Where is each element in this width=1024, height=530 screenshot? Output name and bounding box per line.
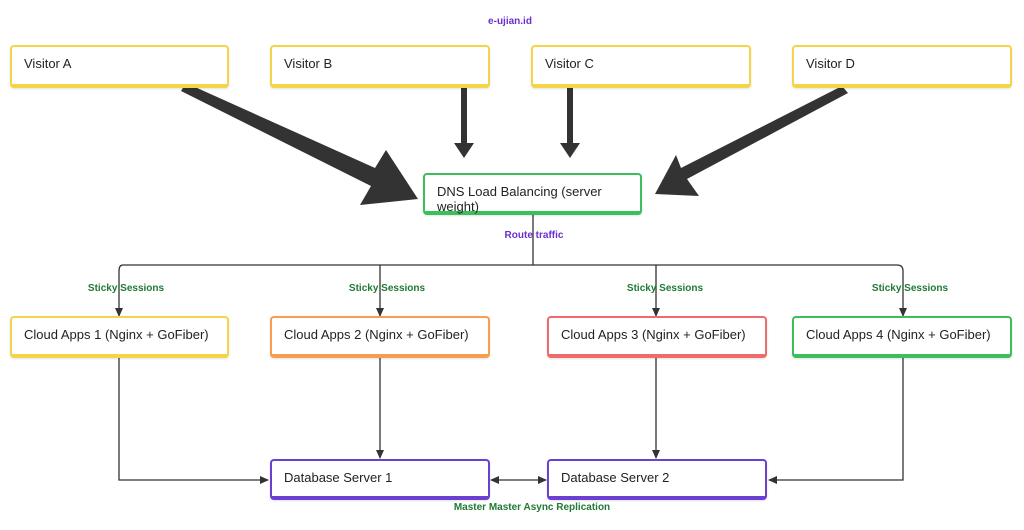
cloud-app-2-node[interactable]: Cloud Apps 2 (Nginx + GoFiber)	[270, 316, 490, 358]
app1-to-db1-line	[118, 357, 269, 484]
database-server-1-node[interactable]: Database Server 1	[270, 459, 490, 500]
visitor-c-node[interactable]: Visitor C	[531, 45, 751, 88]
visitor-b-node[interactable]: Visitor B	[270, 45, 490, 88]
sticky-sessions-label-2: Sticky Sessions	[348, 283, 426, 294]
cloud-app-1-node[interactable]: Cloud Apps 1 (Nginx + GoFiber)	[10, 316, 229, 358]
visitor-d-node[interactable]: Visitor D	[792, 45, 1012, 88]
app4-to-db2-line	[768, 357, 904, 484]
visitor-b-arrow	[454, 88, 474, 158]
bus-left-corner	[118, 264, 124, 272]
load-balancer-node[interactable]: DNS Load Balancing (server weight)	[423, 173, 642, 215]
visitor-d-arrow	[655, 86, 848, 196]
visitor-c-arrow	[560, 88, 580, 158]
replication-label: Master Master Async Replication	[453, 502, 611, 513]
route-traffic-label: Route traffic	[504, 230, 564, 241]
distribution-bus-line	[123, 264, 904, 272]
site-label: e-ujian.id	[488, 16, 532, 27]
visitor-a-node[interactable]: Visitor A	[10, 45, 229, 88]
database-server-2-node[interactable]: Database Server 2	[547, 459, 767, 500]
cloud-app-4-node[interactable]: Cloud Apps 4 (Nginx + GoFiber)	[792, 316, 1012, 358]
sticky-sessions-label-4: Sticky Sessions	[871, 283, 949, 294]
visitor-a-arrow	[181, 83, 418, 205]
sticky-sessions-label-3: Sticky Sessions	[626, 283, 704, 294]
sticky-sessions-label-1: Sticky Sessions	[87, 283, 165, 294]
cloud-app-3-node[interactable]: Cloud Apps 3 (Nginx + GoFiber)	[547, 316, 767, 358]
